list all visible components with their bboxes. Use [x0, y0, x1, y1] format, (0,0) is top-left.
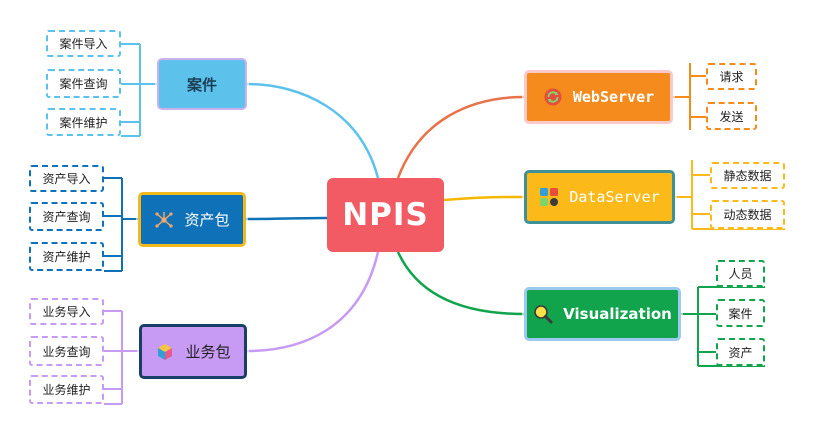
leaf-label: 资产查询: [42, 210, 91, 224]
leaf-label: 发送: [719, 109, 744, 124]
branch-case-label: 案件: [186, 75, 217, 94]
leaf-label: 业务导入: [42, 305, 91, 319]
leaf-label: 资产导入: [42, 172, 91, 186]
bracket-asset: [104, 177, 138, 272]
branch-visualization[interactable]: Visualization: [524, 287, 681, 341]
leaf-label: 案件查询: [59, 77, 108, 91]
leaf-label: 案件: [728, 306, 753, 321]
leaf-label: 业务维护: [42, 383, 91, 397]
leaf-asset-maintain[interactable]: 资产维护: [29, 242, 104, 271]
leaf-biz-maintain[interactable]: 业务维护: [29, 375, 104, 404]
leaf-data-dynamic[interactable]: 动态数据: [710, 200, 785, 229]
leaf-biz-query[interactable]: 业务查询: [29, 336, 104, 366]
link-root-asset: [245, 216, 328, 221]
branch-case[interactable]: 案件: [157, 58, 247, 110]
leaf-vis-people[interactable]: 人员: [716, 260, 765, 287]
dashboard-icon: [539, 187, 559, 207]
leaf-label: 资产: [728, 345, 753, 360]
branch-asset-label: 资产包: [184, 211, 230, 229]
leaf-vis-asset[interactable]: 资产: [716, 338, 765, 366]
branch-asset[interactable]: 资产包: [138, 192, 246, 247]
leaf-label: 静态数据: [723, 169, 772, 183]
leaf-vis-case[interactable]: 案件: [716, 299, 765, 327]
magnifier-icon: [533, 304, 553, 324]
branch-biz[interactable]: 业务包: [139, 324, 247, 379]
bracket-case: [121, 43, 157, 137]
leaf-label: 请求: [719, 70, 744, 84]
bracket-data: [675, 160, 785, 230]
branch-dataserver-label: DataServer: [569, 188, 660, 206]
link-root-biz: [246, 251, 380, 353]
link-root-web: [396, 95, 525, 179]
leaf-label: 人员: [728, 267, 753, 281]
branch-webserver-label: WebServer: [572, 88, 655, 106]
leaf-label: 案件导入: [59, 37, 108, 51]
leaf-case-query[interactable]: 案件查询: [46, 69, 121, 98]
leaf-case-import[interactable]: 案件导入: [46, 30, 121, 57]
bracket-biz: [104, 310, 139, 405]
root-node[interactable]: NPIS: [327, 178, 444, 252]
link-root-vis: [396, 251, 525, 316]
refresh-icon: [543, 87, 563, 107]
branch-visualization-label: Visualization: [563, 305, 672, 323]
leaf-web-request[interactable]: 请求: [706, 63, 757, 90]
leaf-case-maintain[interactable]: 案件维护: [46, 108, 121, 136]
leaf-web-send[interactable]: 发送: [706, 102, 757, 130]
bracket-web: [673, 63, 706, 130]
root-label: NPIS: [342, 197, 429, 233]
bracket-vis: [681, 286, 765, 367]
leaf-data-static[interactable]: 静态数据: [710, 162, 785, 189]
link-root-case: [246, 82, 380, 179]
leaf-label: 资产维护: [42, 250, 91, 264]
cube-icon: [155, 342, 175, 362]
leaf-label: 案件维护: [59, 115, 108, 130]
leaf-biz-import[interactable]: 业务导入: [29, 298, 104, 325]
leaf-asset-import[interactable]: 资产导入: [29, 165, 104, 192]
branch-dataserver[interactable]: DataServer: [524, 170, 675, 224]
branch-webserver[interactable]: WebServer: [524, 70, 673, 124]
network-icon: [154, 210, 174, 230]
leaf-label: 动态数据: [723, 208, 772, 222]
branch-biz-label: 业务包: [185, 343, 231, 361]
link-root-data: [443, 195, 525, 202]
leaf-asset-query[interactable]: 资产查询: [29, 202, 104, 231]
leaf-label: 业务查询: [42, 344, 91, 359]
